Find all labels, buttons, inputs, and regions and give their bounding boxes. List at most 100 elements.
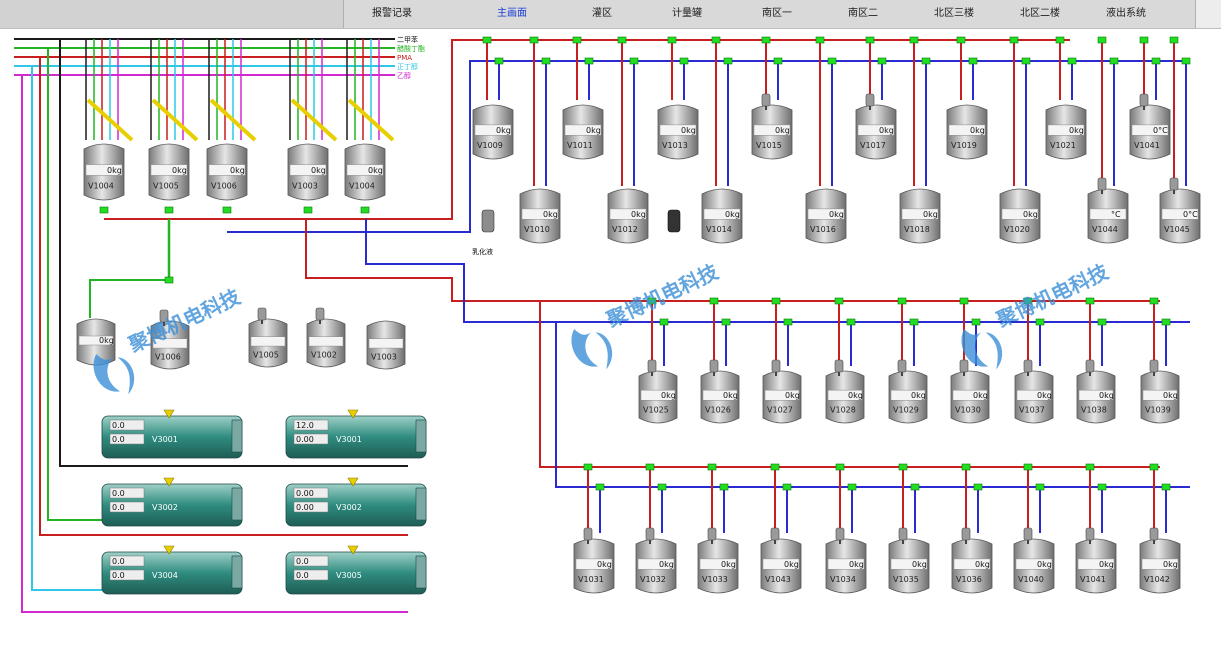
tab-4[interactable]: 南区一 <box>762 8 792 19</box>
tank-V1006[interactable]: V1006 <box>150 320 190 370</box>
tank-V1002[interactable]: V1002 <box>306 318 346 368</box>
valve-icon[interactable] <box>629 57 639 65</box>
tab-3[interactable]: 计量罐 <box>672 8 702 19</box>
valve-icon[interactable] <box>959 297 969 305</box>
valve-icon[interactable] <box>877 57 887 65</box>
valve-icon[interactable] <box>645 463 655 471</box>
valve-icon[interactable] <box>834 297 844 305</box>
inlet-valve-icon[interactable] <box>347 409 359 419</box>
valve-icon[interactable] <box>360 206 370 214</box>
valve-icon[interactable] <box>164 206 174 214</box>
inlet-valve-icon[interactable] <box>163 545 175 555</box>
valve-icon[interactable] <box>761 36 771 44</box>
valve-icon[interactable] <box>815 36 825 44</box>
valve-icon[interactable] <box>897 297 907 305</box>
inlet-valve-icon[interactable] <box>347 545 359 555</box>
valve-icon[interactable] <box>909 318 919 326</box>
valve-icon[interactable] <box>1149 463 1159 471</box>
valve-icon[interactable] <box>921 57 931 65</box>
valve-icon[interactable] <box>719 483 729 491</box>
inlet-valve-icon[interactable] <box>347 477 359 487</box>
valve-icon[interactable] <box>711 36 721 44</box>
valve-icon[interactable] <box>303 206 313 214</box>
valve-icon[interactable] <box>1085 297 1095 305</box>
valve-icon[interactable] <box>956 36 966 44</box>
valve-icon[interactable] <box>222 206 232 214</box>
valve-icon[interactable] <box>846 318 856 326</box>
tab-0[interactable]: 报警记录 <box>372 8 412 19</box>
valve-icon[interactable] <box>1085 463 1095 471</box>
valve-icon[interactable] <box>583 463 593 471</box>
valve-icon[interactable] <box>773 57 783 65</box>
valve-icon[interactable] <box>1021 57 1031 65</box>
valve-icon[interactable] <box>1035 483 1045 491</box>
valve-icon[interactable] <box>164 276 174 284</box>
valve-icon[interactable] <box>1151 57 1161 65</box>
tab-1[interactable]: 主画面 <box>497 8 527 19</box>
valve-icon[interactable] <box>1009 36 1019 44</box>
valve-icon[interactable] <box>1023 463 1033 471</box>
valve-icon[interactable] <box>657 483 667 491</box>
valve-icon[interactable] <box>679 57 689 65</box>
valve-icon[interactable] <box>961 463 971 471</box>
tank-V1003[interactable]: V1003 <box>366 320 406 370</box>
valve-icon[interactable] <box>973 483 983 491</box>
valve-icon[interactable] <box>572 36 582 44</box>
valve-icon[interactable] <box>1023 297 1033 305</box>
valve-icon[interactable] <box>659 318 669 326</box>
valve-icon[interactable] <box>721 318 731 326</box>
valve-icon[interactable] <box>1181 57 1191 65</box>
valve-icon[interactable] <box>827 57 837 65</box>
valve-icon[interactable] <box>910 483 920 491</box>
valve-icon[interactable] <box>847 483 857 491</box>
valve-icon[interactable] <box>1169 36 1179 44</box>
valve-icon[interactable] <box>584 57 594 65</box>
tab-6[interactable]: 北区三楼 <box>934 8 974 19</box>
valve-icon[interactable] <box>617 36 627 44</box>
valve-icon[interactable] <box>1161 318 1171 326</box>
valve-icon[interactable] <box>835 463 845 471</box>
valve-icon[interactable] <box>1067 57 1077 65</box>
valve-icon[interactable] <box>1097 318 1107 326</box>
tab-8[interactable]: 液出系统 <box>1106 8 1146 19</box>
valve-icon[interactable] <box>898 463 908 471</box>
valve-icon[interactable] <box>99 206 109 214</box>
valve-icon[interactable] <box>865 36 875 44</box>
